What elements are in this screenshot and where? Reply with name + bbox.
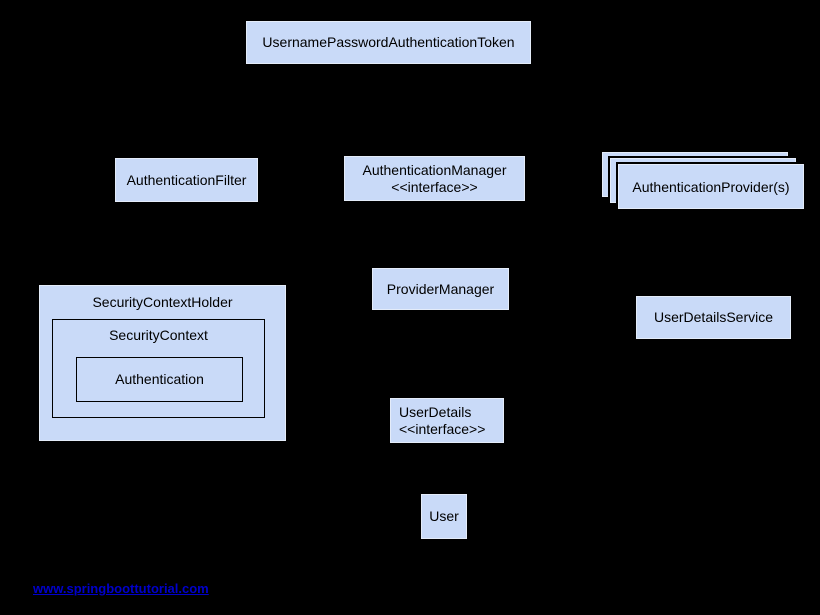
box-label-line1: UserDetails: [399, 403, 472, 420]
box-label: SecurityContext: [109, 327, 208, 343]
box-label: UsernamePasswordAuthenticationToken: [262, 34, 515, 50]
watermark-link[interactable]: www.springboottutorial.com: [33, 581, 209, 596]
box-security-context: SecurityContext Authentication: [52, 319, 265, 418]
box-label: Authentication: [115, 371, 204, 387]
box-label: UserDetailsService: [653, 309, 774, 325]
box-username-password-authentication-token: UsernamePasswordAuthenticationToken: [246, 21, 531, 64]
box-label-line1: AuthenticationManager: [362, 161, 507, 178]
box-label: ProviderManager: [386, 280, 495, 297]
box-label: AuthenticationFilter: [126, 171, 247, 188]
box-label-line2: <<interface>>: [391, 178, 478, 195]
box-user: User: [421, 494, 467, 539]
box-user-details-service: UserDetailsService: [636, 296, 791, 339]
box-authentication-manager: AuthenticationManager <<interface>>: [344, 156, 525, 201]
box-label: AuthenticationProvider(s): [632, 178, 790, 195]
box-security-context-holder: SecurityContextHolder SecurityContext Au…: [39, 285, 286, 441]
box-label: User: [429, 508, 459, 524]
box-label: SecurityContextHolder: [92, 294, 233, 310]
box-provider-manager: ProviderManager: [372, 268, 509, 310]
box-authentication-providers: AuthenticationProvider(s): [618, 164, 804, 209]
box-authentication: Authentication: [76, 357, 243, 402]
box-user-details: UserDetails <<interface>>: [390, 398, 504, 443]
box-authentication-filter: AuthenticationFilter: [115, 158, 258, 202]
box-authentication-providers-stack: AuthenticationProvider(s): [602, 152, 806, 211]
box-label-line2: <<interface>>: [399, 420, 486, 437]
